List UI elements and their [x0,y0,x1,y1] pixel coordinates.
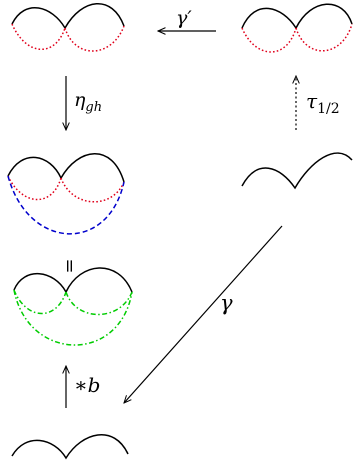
arrow-gamma-prime: γ′ [158,7,216,31]
arrow-star-b: ∗b [66,366,100,408]
arrow-eta-gh: ηgh [66,76,102,130]
surface-middle-right [241,152,353,190]
label-gamma: γ [220,291,233,315]
surface-lower-left-boundary [13,267,133,294]
surface-top-right-dotted-loop-left [241,27,297,53]
surface-middle-left-boundary [7,153,125,183]
arrow-tau-half: τ1/2 [296,76,340,130]
surface-top-right-boundary [241,3,353,30]
surface-top-right [241,3,353,53]
surface-lower-left-dashdot-outer-loop [13,289,133,346]
label-tau-half: τ1/2 [306,89,340,117]
surface-top-left-boundary [11,3,125,30]
label-gamma-prime: γ′ [176,7,192,29]
surface-top-left [11,3,125,52]
label-eta-gh: ηgh [74,89,102,115]
surface-middle-left-dotted-loop-left [7,175,62,201]
equals-sign: = [59,258,80,273]
arrow-gamma: γ [124,225,283,403]
surface-top-left-dotted-loop-left [11,23,66,50]
surface-top-right-dotted-loop-right [295,23,353,52]
surface-middle-left [7,153,125,235]
surface-top-left-dotted-loop-right [64,25,125,52]
surface-middle-left-dashed-loop [7,175,125,235]
surface-bottom-left [11,434,129,460]
surface-middle-left-dotted-loop-right [60,177,125,203]
surface-lower-left-dashdot-loop-left [13,289,67,315]
surface-lower-left [13,267,133,346]
label-star-b: ∗b [74,373,100,397]
surface-lower-left-dashdot-loop-right [65,291,133,316]
